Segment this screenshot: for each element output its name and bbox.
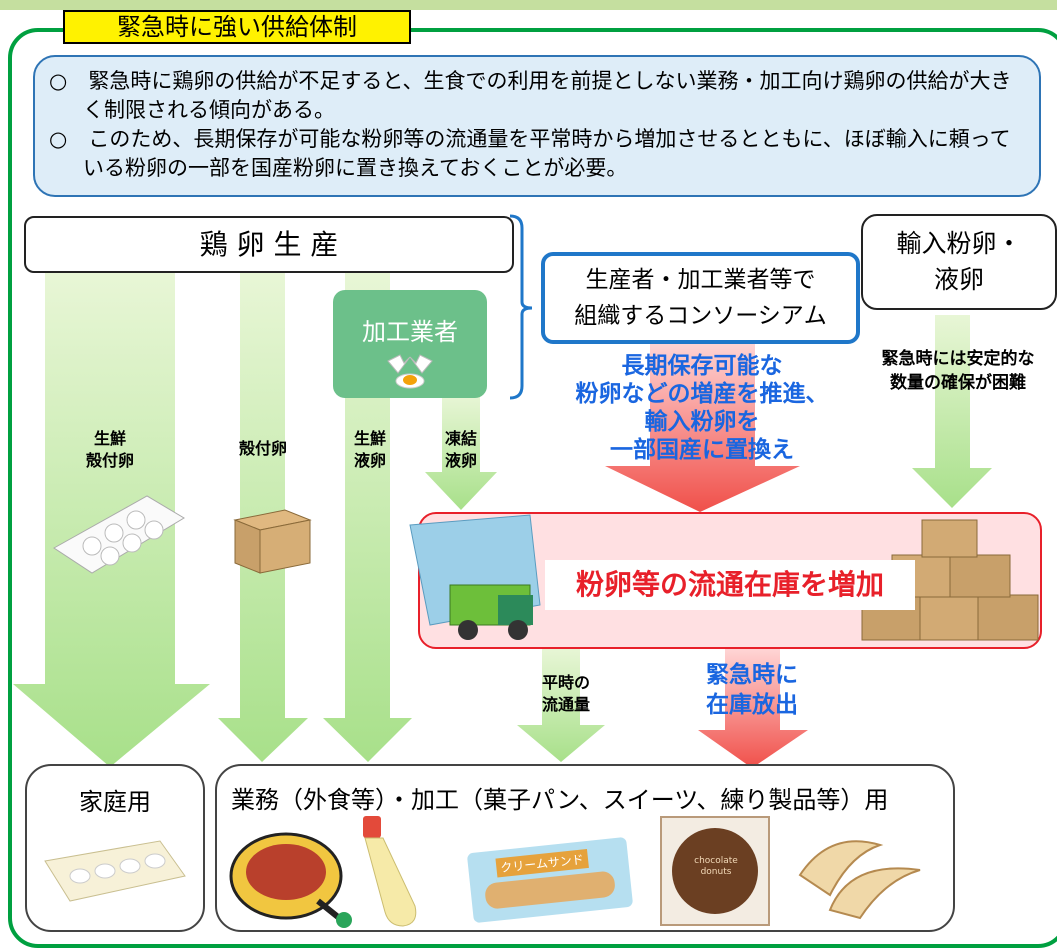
top-band: [0, 0, 1057, 10]
egg-production-label: 鶏 卵 生 産: [199, 228, 339, 261]
import-note: 緊急時には安定的な 数量の確保が困難: [881, 349, 1035, 393]
consortium-line-2: 組織するコンソーシアム: [574, 303, 827, 329]
egg-carton-icon: [44, 840, 186, 902]
consortium-box: 生産者・加工業者等で 組織するコンソーシアム: [541, 252, 860, 344]
bracket: [509, 214, 533, 400]
chocolate-donut-label: chocolate donuts: [694, 856, 738, 877]
okonomiyaki-icon: [229, 832, 352, 928]
household-label: 家庭用: [79, 788, 151, 816]
label-frozen-liquid: 凍結液卵: [444, 429, 477, 470]
cream-sandwich-label: クリームサンド: [495, 849, 589, 878]
label-shell: 殻付卵: [238, 439, 287, 458]
household-box: 家庭用: [25, 764, 205, 932]
label-peacetime: 平時の流通量: [541, 673, 590, 714]
arrow-emergency: [698, 648, 808, 768]
emergency-text: 緊急時に 在庫放出: [706, 662, 798, 718]
container-icon: [409, 514, 541, 640]
stock-label: 粉卵等の流通在庫を増加: [545, 560, 915, 610]
import-line-1: 輸入粉卵・: [896, 229, 1022, 258]
arrow-peacetime: [517, 648, 605, 762]
arrow-import: [912, 315, 992, 508]
label-fresh-shell: 生鮮殻付卵: [85, 429, 134, 470]
consortium-line-1: 生産者・加工業者等で: [585, 267, 816, 293]
processor-label: 加工業者: [362, 318, 458, 346]
import-box: 輸入粉卵・ 液卵: [861, 214, 1057, 310]
egg-tray-icon: [53, 495, 185, 574]
arrow-promote: [605, 340, 800, 512]
cardboard-box-icon: [233, 509, 312, 574]
egg-production-box: 鶏 卵 生 産: [24, 216, 514, 273]
arrow-frozen-liquid: [425, 395, 497, 510]
processor-box: 加工業者: [333, 290, 487, 398]
summary-box: ○ 緊急時に鶏卵の供給が不足すると、生食での利用を前提としない業務・加工向け鶏卵…: [33, 55, 1041, 197]
promote-text: 長期保存可能な 粉卵などの増産を推進、 輸入粉卵を 一部国産に置換え: [575, 353, 829, 463]
mayonnaise-icon: [363, 816, 417, 927]
business-label: 業務（外食等）・加工（菓子パン、スイーツ、練り製品等）用: [231, 786, 889, 814]
summary-line-1: ○ 緊急時に鶏卵の供給が不足すると、生食での利用を前提としない業務・加工向け鶏卵…: [49, 69, 1012, 122]
fish-cake-icon: [798, 840, 921, 920]
cracked-egg-icon: [387, 354, 433, 389]
chocolate-donut-icon: chocolate donuts: [660, 816, 770, 926]
label-fresh-liquid: 生鮮液卵: [353, 429, 386, 470]
summary-line-2: ○ このため、長期保存が可能な粉卵等の流通量を平常時から増加させるとともに、ほぼ…: [49, 127, 1011, 180]
import-line-2: 液卵: [933, 265, 984, 294]
page-title: 緊急時に強い供給体制: [63, 10, 411, 44]
